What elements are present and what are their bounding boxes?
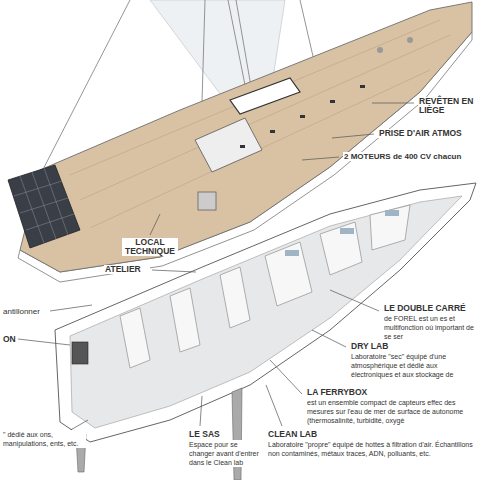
callout-heading: CLEAN LAB xyxy=(267,430,337,439)
callout-heading: 2 MOTEURS de 400 CV chacun xyxy=(343,152,479,161)
callout-text: Espace pour se changer avant d'entrer da… xyxy=(188,440,264,467)
engine-cylinder xyxy=(72,342,88,364)
callout-heading: REVÊTEN EN LIÈGE xyxy=(418,97,478,115)
callout-text: de FOREL est un es et multifonction où i… xyxy=(383,314,479,341)
callout-heading: LOCAL TECHNIQUE xyxy=(122,238,178,256)
solar-panel xyxy=(8,165,80,248)
callout-text: antillonner xyxy=(2,307,50,316)
callout-text: Laboratoire "propre" équipé de hottes à … xyxy=(267,440,477,458)
callout-text: Laboratoire "sec" équipé d'une atmosphér… xyxy=(350,352,479,379)
callout-text: est un ensemble compact de capteurs effe… xyxy=(306,398,479,425)
callout-heading: LE SAS xyxy=(188,430,228,439)
callout-heading: DRY LAB xyxy=(350,342,410,351)
callout-heading: ON xyxy=(2,335,18,344)
bunks xyxy=(285,210,399,256)
callout-heading: LE DOUBLE CARRÉ xyxy=(383,304,479,313)
callout-heading: PRISE D'AIR ATMOS xyxy=(378,129,479,138)
cabins xyxy=(120,205,410,368)
callout-heading: LA FERRYBOX xyxy=(306,388,386,397)
deckhouse xyxy=(195,37,413,210)
callout-heading: ATELIER xyxy=(104,265,150,274)
callout-text: " dédié aux ons, manipulations, ents, et… xyxy=(2,430,86,448)
